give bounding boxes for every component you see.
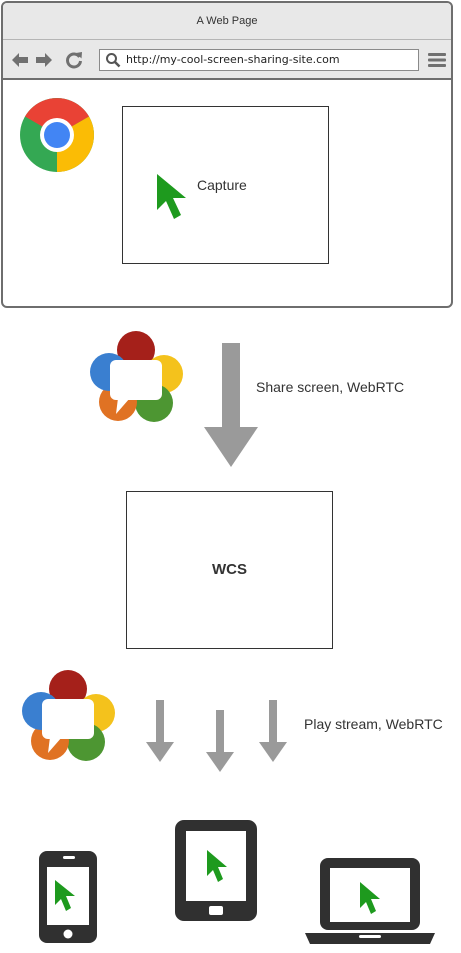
phone-icon: [39, 851, 97, 943]
back-arrow-icon[interactable]: [9, 49, 31, 71]
menu-icon[interactable]: [428, 51, 446, 69]
capture-label: Capture: [197, 177, 247, 193]
url-text: http://my-cool-screen-sharing-site.com: [126, 53, 340, 66]
tablet-icon: [175, 820, 257, 921]
play-arrow: [145, 700, 175, 764]
laptop-icon: [305, 858, 435, 946]
play-arrow: [205, 710, 235, 774]
webrtc-logo: [20, 669, 120, 765]
play-arrow: [258, 700, 288, 764]
forward-arrow-icon[interactable]: [33, 49, 55, 71]
address-bar[interactable]: http://my-cool-screen-sharing-site.com: [99, 49, 419, 71]
capture-area: Capture: [122, 106, 329, 264]
webrtc-logo: [88, 330, 188, 426]
window-title: A Web Page: [3, 3, 451, 40]
wcs-server-box: WCS: [126, 491, 333, 649]
reload-icon[interactable]: [63, 49, 85, 71]
cursor-icon: [155, 172, 189, 222]
share-arrow: [202, 343, 260, 469]
browser-toolbar: http://my-cool-screen-sharing-site.com: [3, 40, 451, 80]
chrome-logo: [19, 97, 95, 173]
play-stream-label: Play stream, WebRTC: [304, 716, 443, 732]
share-screen-label: Share screen, WebRTC: [256, 379, 405, 395]
wcs-label: WCS: [212, 561, 247, 578]
search-icon: [105, 52, 121, 68]
browser-window: A Web Page http://my-cool-screen-sharing…: [1, 1, 453, 308]
